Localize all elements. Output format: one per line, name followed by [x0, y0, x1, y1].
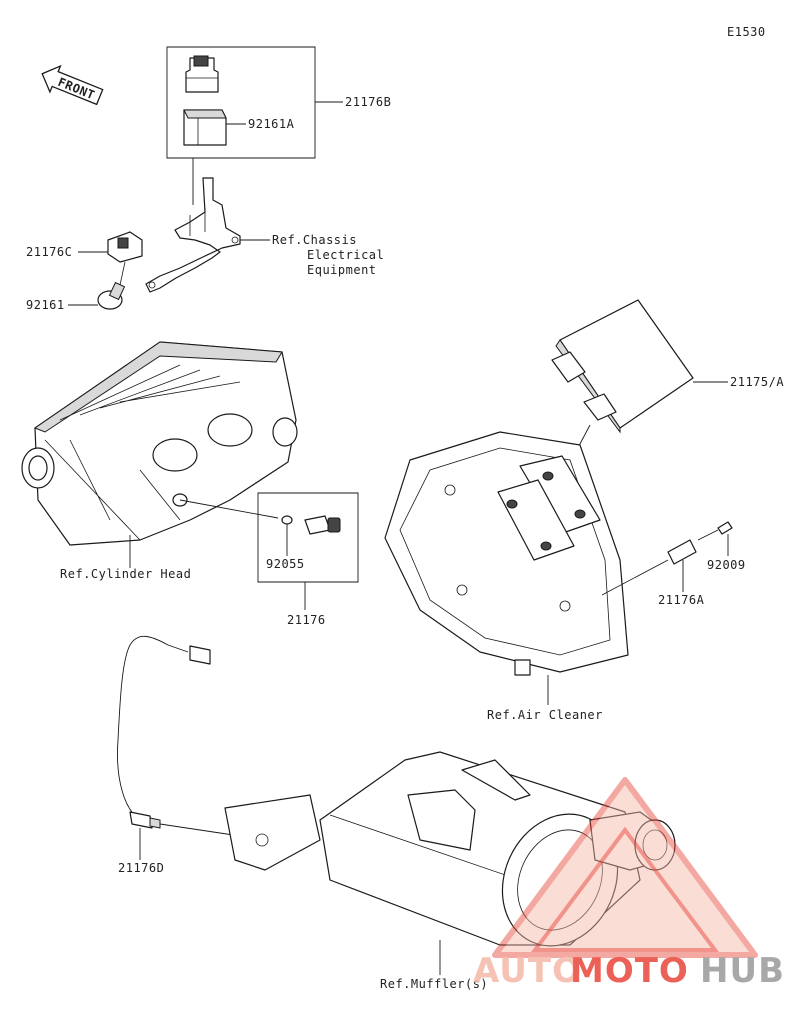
- label-92055: 92055: [266, 557, 305, 571]
- sensor-group-21176: [257, 492, 359, 610]
- sensor-21176a: [601, 521, 733, 596]
- label-21176c: 21176C: [26, 245, 72, 259]
- ref-cylinder-head: Ref.Cylinder Head: [60, 567, 191, 581]
- watermark-auto: AUTO: [473, 951, 582, 991]
- relay-group-21176b: [166, 46, 343, 205]
- front-arrow-icon: FRONT: [41, 64, 104, 106]
- ref-chassis-3: Equipment: [307, 263, 377, 277]
- part-21176c: [78, 231, 143, 263]
- diagram-code: E1530: [727, 25, 766, 39]
- ref-chassis-2: Electrical: [307, 248, 384, 262]
- automotohub-watermark: AUTO MOTO HUB: [473, 777, 785, 991]
- part-92161: [68, 261, 126, 310]
- sensor-21176d: [117, 635, 241, 860]
- label-21176: 21176: [287, 613, 326, 627]
- label-92009: 92009: [707, 558, 746, 572]
- air-cleaner: [384, 431, 629, 705]
- label-92161: 92161: [26, 298, 65, 312]
- label-21176d: 21176D: [118, 861, 164, 875]
- label-21175a: 21175/A: [730, 375, 784, 389]
- cylinder-head: [21, 341, 298, 568]
- ref-air-cleaner: Ref.Air Cleaner: [487, 708, 603, 722]
- relay-bracket: [145, 177, 270, 293]
- watermark-moto: MOTO: [570, 951, 689, 991]
- watermark-hub: HUB: [700, 951, 785, 991]
- ref-muffler: Ref.Muffler(s): [380, 977, 488, 991]
- label-92161a: 92161A: [248, 117, 295, 131]
- label-21176a: 21176A: [658, 593, 705, 607]
- label-21176b: 21176B: [345, 95, 391, 109]
- ref-chassis-1: Ref.Chassis: [272, 233, 357, 247]
- ecu-21175a: [544, 299, 728, 511]
